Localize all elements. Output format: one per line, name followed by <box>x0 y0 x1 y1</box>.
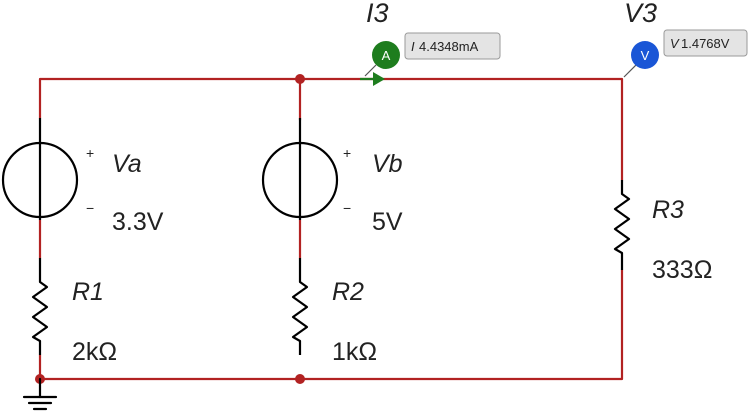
voltmeter-badge-letter: V <box>641 48 650 63</box>
vb-plus-sign: + <box>343 145 351 161</box>
resistor-r3[interactable]: R3 333Ω <box>613 180 712 284</box>
resistor-r1[interactable]: R1 2kΩ <box>31 258 117 366</box>
junction-bottom-mid[interactable] <box>295 374 305 384</box>
ground-icon[interactable] <box>22 377 58 411</box>
wires <box>38 77 624 381</box>
r2-value-label: 1kΩ <box>332 338 377 366</box>
r1-value-label: 2kΩ <box>72 338 117 366</box>
top-wire[interactable] <box>38 77 624 182</box>
voltage-reading-value: 1.4768V <box>681 36 730 51</box>
junction-top[interactable] <box>295 74 305 84</box>
current-reading-box <box>404 32 501 60</box>
vb-name-label: Vb <box>372 150 403 178</box>
current-probe-i3[interactable]: A I3 I 4.4348mA <box>360 0 501 86</box>
va-minus-sign: − <box>86 200 94 216</box>
ammeter-badge-letter: A <box>382 48 391 63</box>
r2-name-label: R2 <box>332 278 364 306</box>
va-plus-sign: + <box>86 145 94 161</box>
va-name-label: Va <box>112 150 142 178</box>
v3-name-label: V3 <box>624 0 657 28</box>
bottom-wire[interactable] <box>38 268 624 381</box>
current-reading-symbol: I <box>411 39 415 54</box>
va-value-label: 3.3V <box>112 208 164 236</box>
resistor-r2[interactable]: R2 1kΩ <box>291 258 377 366</box>
vb-minus-sign: − <box>343 200 351 216</box>
voltmeter-badge-icon <box>631 41 659 69</box>
voltage-source-vb[interactable]: + − Vb 5V <box>261 118 403 236</box>
r1-name-label: R1 <box>72 278 104 306</box>
ammeter-badge-icon <box>372 41 400 69</box>
voltage-probe-v3[interactable]: V V3 V 1.4768V <box>623 0 748 78</box>
voltage-reading-symbol: V <box>670 36 680 51</box>
vb-value-label: 5V <box>372 208 403 236</box>
i3-name-label: I3 <box>366 0 389 28</box>
current-reading-value: 4.4348mA <box>419 39 479 54</box>
voltage-source-va[interactable]: + − Va 3.3V <box>1 118 164 236</box>
voltage-reading-box <box>663 29 748 57</box>
r3-value-label: 333Ω <box>652 256 712 284</box>
r3-name-label: R3 <box>652 196 684 224</box>
